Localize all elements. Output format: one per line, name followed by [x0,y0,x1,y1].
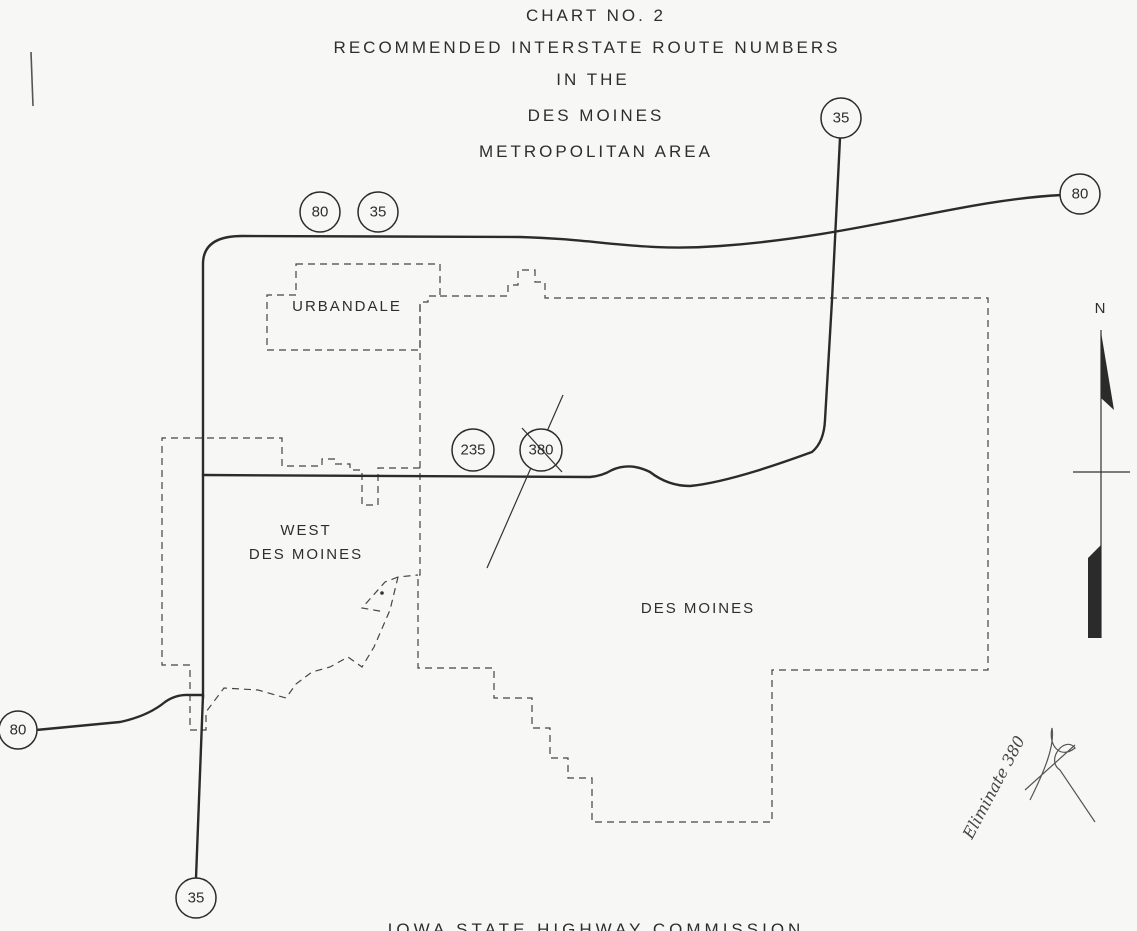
west-des-moines-boundary [161,437,420,731]
handwritten-initials [1024,727,1096,823]
i35-south-end-shield: 35 [175,877,217,919]
i80-west-route [34,693,205,732]
west-des-moines-spur [360,576,399,613]
west-des-moines-label-line2: DES MOINES [249,546,363,563]
i35-south-route [194,693,205,880]
des-moines-boundary [417,269,989,823]
i380-cross-out-mark [521,427,563,473]
title-line-1: CHART NO. 2 [526,6,666,25]
i235-shield: 235 [451,428,495,472]
i35-north-end-shield-label: 35 [833,110,850,127]
handwritten-note-text: Eliminate 380 [958,733,1029,843]
agency-footer: IOWA STATE HIGHWAY COMMISSION [388,920,805,931]
north-arrow-head [1101,332,1114,410]
title-line-3: IN THE [556,70,629,89]
i80-i35-north-route [201,193,1064,700]
i35-south-end-shield-label: 35 [188,890,205,907]
i35-north-pair-shield: 35 [357,191,399,233]
margin-mark [30,51,34,107]
i80-north-shield: 80 [299,191,341,233]
i35-north-end-shield: 35 [820,97,862,139]
title-line-2: RECOMMENDED INTERSTATE ROUTE NUMBERS [334,38,841,57]
map-title: CHART NO. 2 RECOMMENDED INTERSTATE ROUTE… [334,6,841,161]
i80-north-shield-label: 80 [312,204,329,221]
west-des-moines-label-line1: WEST [280,522,331,539]
i80-west-end-shield: 80 [0,710,38,750]
des-moines-label: DES MOINES [641,600,755,617]
north-arrow-tail [1088,545,1101,638]
i80-west-end-shield-label: 80 [10,722,27,739]
i80-east-end-shield: 80 [1059,173,1101,215]
i235-shield-label: 235 [460,442,485,459]
i235-route [201,136,842,488]
i35-north-pair-shield-label: 35 [370,204,387,221]
title-line-4: DES MOINES [528,106,665,125]
title-line-5: METROPOLITAN AREA [479,142,713,161]
north-arrow-label: N [1095,300,1108,317]
handwritten-note: Eliminate 380 [958,733,1029,843]
i380-crossed-shield-label: 380 [528,442,553,459]
boundary-dot [380,591,384,595]
north-arrow: N [1073,300,1130,638]
i80-east-end-shield-label: 80 [1072,186,1089,203]
urbandale-label: URBANDALE [292,298,402,315]
i380-crossed-route [486,394,564,569]
